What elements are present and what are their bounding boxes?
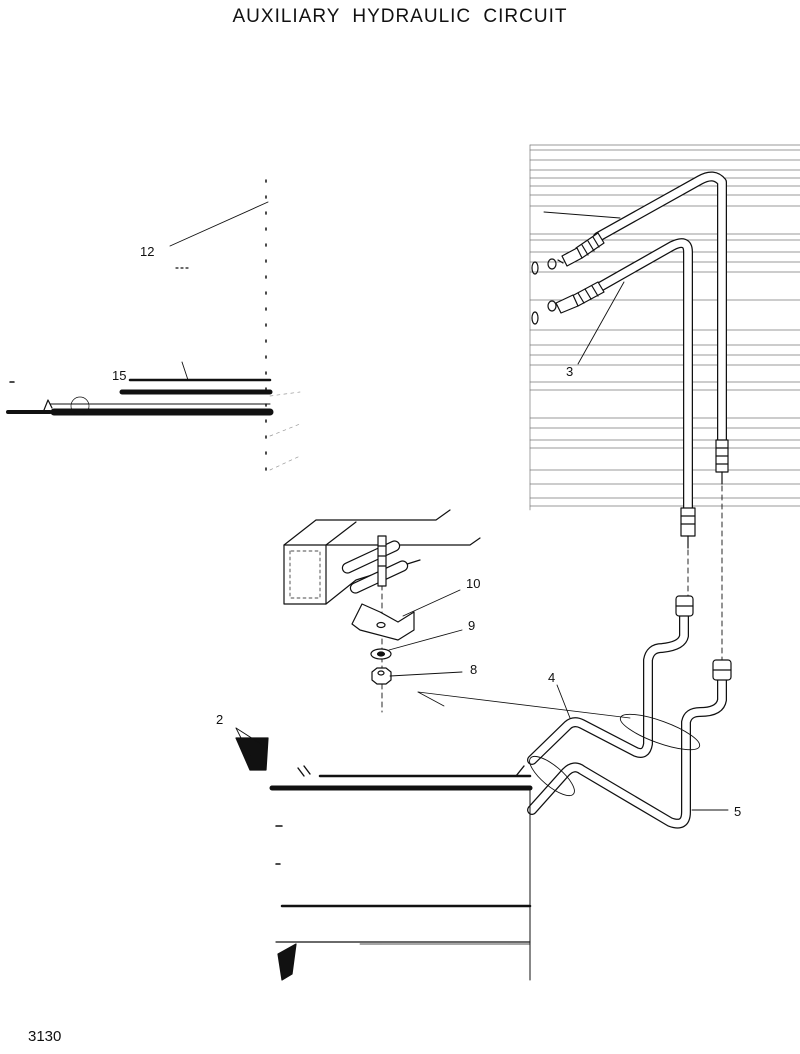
page-number: 3130 — [28, 1028, 62, 1045]
hose-outer — [547, 171, 729, 485]
callout-12: 12 — [140, 244, 154, 259]
fitting-lower — [547, 281, 605, 314]
callout-9: 9 — [468, 618, 475, 633]
lower-machine-section — [235, 737, 533, 981]
page-title: AUXILIARY HYDRAULIC CIRCUIT — [232, 6, 568, 27]
fitting-upper — [547, 232, 605, 270]
callout-5: 5 — [734, 804, 741, 819]
callout-2: 2 — [216, 712, 223, 727]
rubber-blocks — [341, 540, 409, 594]
clamp-ellipse-b — [529, 755, 575, 797]
callout-4: 4 — [548, 670, 555, 685]
dash-to-clamp — [417, 691, 631, 719]
left-machine-section — [6, 179, 301, 471]
callout-3: 3 — [566, 364, 573, 379]
callout-15: 15 — [112, 368, 126, 383]
callout-labels: 12 15 3 10 9 8 4 2 5 — [112, 244, 741, 819]
clamp-bracket — [351, 603, 415, 641]
tube-4 — [527, 595, 694, 765]
clamp-ellipse-a — [619, 713, 701, 751]
callout-10: 10 — [466, 576, 480, 591]
nut — [371, 667, 392, 685]
leader-lines — [169, 201, 729, 811]
background-panel-lines — [529, 144, 800, 511]
frame-beam — [283, 509, 481, 605]
hose-inner — [531, 238, 696, 549]
tube-5 — [527, 659, 732, 829]
callout-8: 8 — [470, 662, 477, 677]
